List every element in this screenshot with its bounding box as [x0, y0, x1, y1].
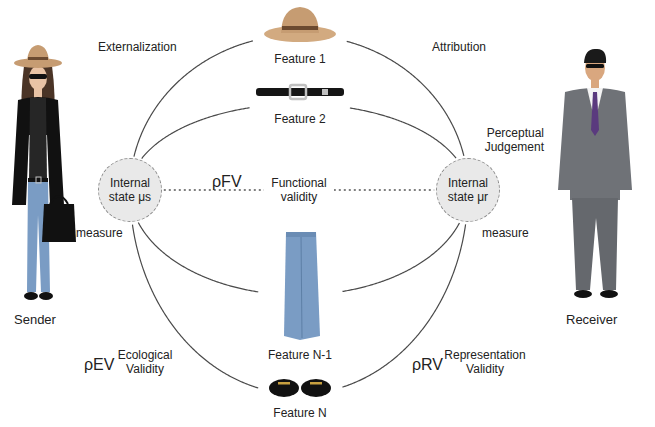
belt-stud	[322, 89, 328, 95]
feature-item: Feature 2	[252, 80, 348, 128]
handbag	[42, 204, 76, 242]
loafer	[301, 379, 331, 397]
hat-band	[282, 26, 318, 30]
edge-label: Functional validity	[264, 176, 334, 205]
belt-picture	[256, 85, 344, 99]
hat-band	[28, 57, 48, 60]
belt-buckle	[290, 85, 306, 99]
state-text: Internal state μs	[106, 176, 154, 205]
lens-arc	[342, 223, 459, 291]
lens-arc	[342, 224, 465, 387]
validity-symbol: ρRV	[412, 355, 443, 374]
lens-arc	[350, 108, 456, 158]
buckle	[36, 177, 41, 183]
belt-strap	[256, 88, 344, 96]
jeans-waist	[286, 232, 316, 237]
state-circle: Internal state μs	[98, 158, 162, 222]
top	[29, 98, 47, 182]
process-label: Externalization	[98, 40, 177, 54]
tie	[591, 92, 599, 136]
hat-brim	[14, 58, 62, 68]
state-text: Internal state μr	[444, 176, 492, 205]
validity-label: Representation Validity	[440, 348, 530, 377]
lens-arc	[134, 41, 253, 157]
hat-crown	[281, 7, 319, 33]
role-label: Receiver	[566, 312, 617, 328]
feature-label: Feature N	[273, 406, 326, 420]
shoe	[574, 290, 592, 298]
jeans-seam	[301, 234, 302, 338]
validity-symbol: ρFV	[212, 172, 242, 191]
feature-item: Feature N-1	[260, 226, 340, 364]
process-label: Perceptual Judgement	[478, 126, 544, 155]
jeans-leg	[284, 232, 320, 340]
feature-item: Feature 1	[255, 2, 345, 68]
belt	[28, 178, 48, 182]
sunglasses	[586, 64, 604, 68]
validity-label: Ecological Validity	[112, 348, 178, 377]
role-label: Sender	[14, 312, 56, 328]
process-label: Attribution	[432, 40, 486, 54]
lens-arc	[142, 108, 250, 159]
bag-handle	[50, 196, 68, 204]
jeans-picture	[284, 232, 320, 340]
shoe	[39, 292, 53, 300]
feature-item: Feature N	[260, 366, 340, 422]
lens-arc	[347, 41, 464, 156]
shoe	[24, 292, 38, 300]
feature-label: Feature 2	[274, 112, 325, 126]
hat-brim	[264, 26, 336, 42]
horsebit	[310, 382, 322, 385]
horsebit	[278, 382, 290, 385]
hat-crown	[27, 45, 49, 62]
receiver-figure	[558, 49, 632, 298]
measure-label: measure	[76, 226, 123, 240]
loafer	[269, 379, 299, 397]
hair	[584, 49, 606, 63]
state-circle: Internal state μr	[436, 158, 500, 222]
lens-arc	[138, 223, 258, 292]
validity-symbol: ρEV	[84, 355, 114, 374]
sender-figure	[12, 45, 76, 300]
suit-jacket	[558, 88, 632, 200]
shoes-picture	[269, 379, 331, 397]
trousers	[572, 198, 618, 290]
feature-label: Feature N-1	[268, 348, 332, 362]
hat-picture	[264, 7, 336, 42]
face	[29, 66, 47, 90]
sunglasses	[29, 74, 47, 79]
feature-label: Feature 1	[274, 52, 325, 66]
measure-label: measure	[482, 226, 529, 240]
shoe	[600, 290, 618, 298]
